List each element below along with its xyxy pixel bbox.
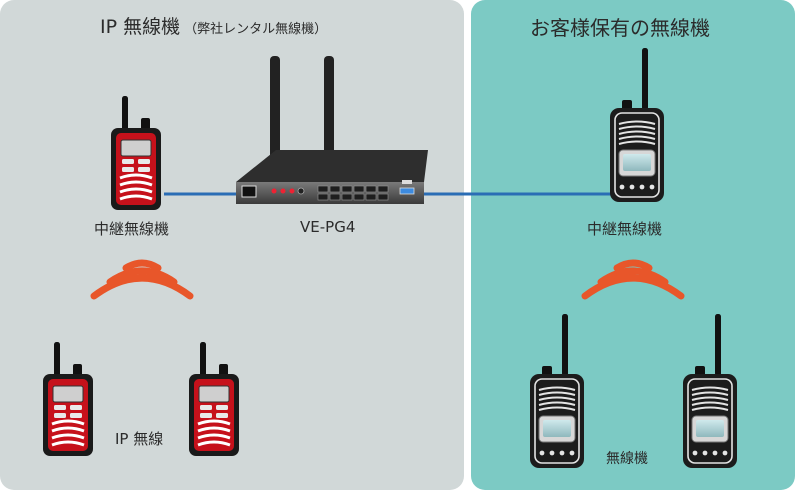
customer-radio-label: 無線機 (606, 451, 648, 467)
ip-relay-radio-label: 中継無線機 (94, 220, 170, 238)
ip-radio-subtitle: （弊社レンタル無線機） (184, 22, 328, 37)
customer-radio-icon-2 (682, 313, 738, 469)
signal-waves-left-icon (94, 263, 190, 296)
ip-radio-icon-1 (41, 340, 95, 458)
customer-relay-radio-label: 中継無線機 (587, 220, 663, 238)
customer-relay-radio-icon (609, 47, 665, 203)
ip-radio-icon-2 (187, 340, 241, 458)
customer-radio-panel (471, 0, 795, 490)
ip-radio-title: IP 無線機 (100, 16, 181, 38)
gateway-device (236, 56, 428, 204)
customer-radio-icon-1 (529, 313, 585, 469)
gateway-label: VE-PG4 (300, 218, 356, 236)
ip-radio-panel-title: IP 無線機（弊社レンタル無線機） (100, 12, 327, 39)
ip-relay-radio-icon (109, 94, 163, 212)
customer-radio-panel-title: お客様保有の無線機 (530, 16, 710, 40)
signal-waves-right-icon (585, 263, 681, 296)
ip-radio-label: IP 無線 (115, 430, 164, 448)
